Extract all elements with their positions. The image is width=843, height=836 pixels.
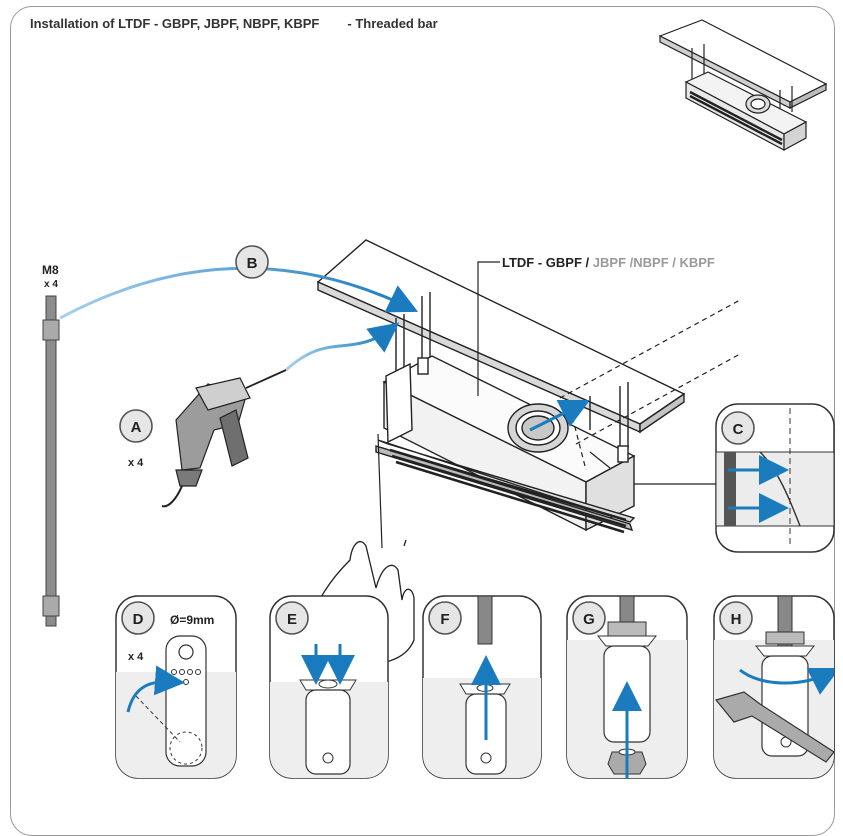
step-label-a: A xyxy=(131,419,142,436)
drill-icon xyxy=(161,369,287,508)
step-badge-a: A xyxy=(119,409,153,443)
air-curtain-unit xyxy=(375,355,636,534)
header-title: Installation of LTDF - GBPF, JBPF, NBPF,… xyxy=(30,16,320,31)
thumbnail-illustration xyxy=(658,19,828,152)
panel-c: C xyxy=(715,403,835,553)
step-label-c: C xyxy=(733,421,744,438)
header-separator: - xyxy=(347,16,352,31)
step-label-e: E xyxy=(287,611,297,628)
step-label-d: D xyxy=(133,611,144,628)
product-label-slash: / xyxy=(586,255,590,270)
step-badges: B A xyxy=(119,245,269,443)
product-label: LTDF - GBPF / JBPF /NBPF / KBPF xyxy=(502,255,715,270)
panel-h: H xyxy=(713,595,835,779)
step-d-quantity-label: x 4 xyxy=(128,651,144,663)
product-label-leader xyxy=(477,261,500,396)
step-label-h: H xyxy=(731,611,742,628)
product-label-rest: JBPF /NBPF / KBPF xyxy=(593,255,715,270)
step-label-f: F xyxy=(440,611,449,628)
drill-quantity-label: x 4 xyxy=(128,457,144,469)
rod-size-label: M8 xyxy=(42,263,59,277)
panel-f: F xyxy=(422,595,542,779)
step-label-g: G xyxy=(583,611,595,628)
product-label-prefix: LTDF - GBPF xyxy=(502,255,582,270)
arrow-rod-to-ceiling xyxy=(59,266,419,320)
installation-diagram: LTDF - GBPF / JBPF /NBPF / KBPF M8 x 4 x… xyxy=(42,19,835,779)
arrow-duct-connect xyxy=(529,399,591,432)
header-subtitle: Threaded bar xyxy=(355,16,438,31)
rod-quantity-label: x 4 xyxy=(44,279,58,290)
arrow-drill-to-ceiling xyxy=(284,322,400,372)
step-badge-b: B xyxy=(235,245,269,279)
panel-d: D Ø=9mm x 4 xyxy=(115,595,237,779)
page-header: Installation of LTDF - GBPF, JBPF, NBPF,… xyxy=(30,16,438,31)
step-label-b: B xyxy=(247,255,258,272)
leader-c-arrow xyxy=(589,451,611,469)
hole-diameter-label: Ø=9mm xyxy=(170,613,214,627)
panel-g: G xyxy=(566,595,688,779)
panel-e: E xyxy=(269,595,389,779)
threaded-bar-long xyxy=(42,295,60,627)
